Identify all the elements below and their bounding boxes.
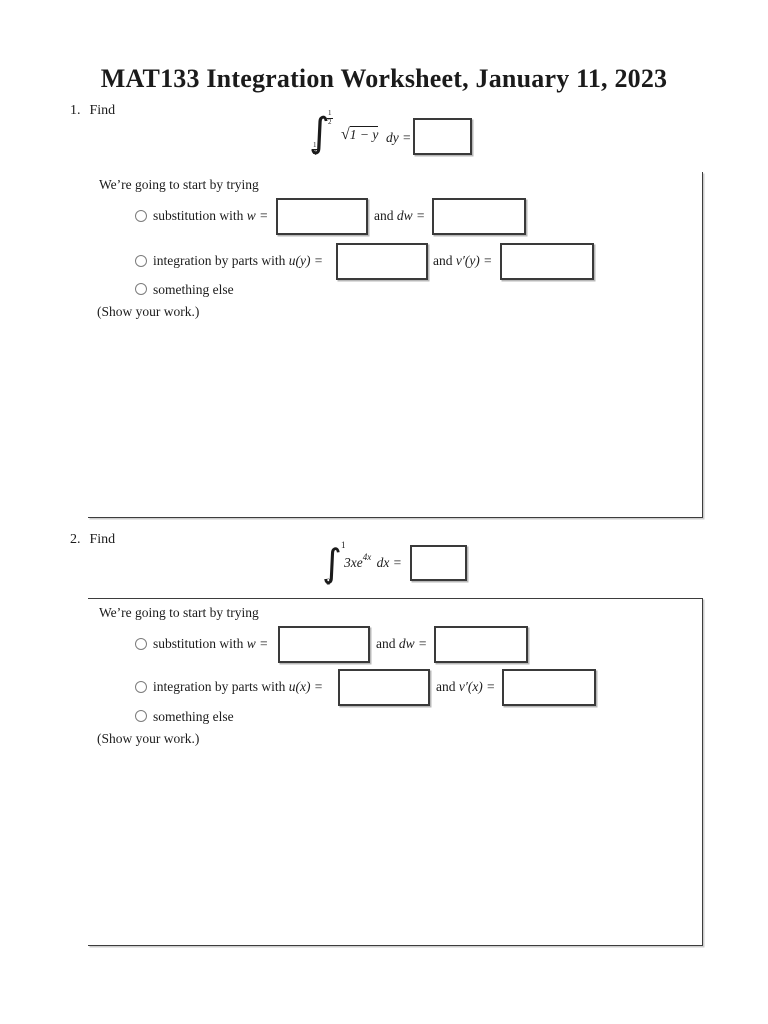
and-dw-label-p1: and dw = (374, 207, 425, 224)
dw-eq-p2: dw = (398, 636, 428, 651)
else-label-p2: something else (153, 709, 234, 724)
and-v-label-p2: and v′(x) = (436, 678, 495, 695)
intro-problem-2: We’re going to start by trying (99, 605, 259, 620)
parts-u-box-p1[interactable] (336, 243, 428, 280)
differential-1: dy = (386, 130, 412, 145)
and-text2-p2: and (436, 679, 456, 694)
page-title: MAT133 Integration Worksheet, January 11… (100, 64, 668, 93)
upper-limit: 1 (341, 540, 346, 550)
and-text2-p1: and (433, 253, 453, 268)
lower-limit-denominator: 4 (312, 149, 318, 158)
and-v-label-p1: and v′(y) = (433, 252, 492, 269)
problem-1-find: Find (89, 103, 116, 118)
parts-v-box-p1[interactable] (500, 243, 594, 280)
and-text-p2: and (376, 636, 396, 651)
lower-limit: 0 (326, 577, 331, 587)
integral-sign: ∫ (309, 110, 330, 157)
integrand-2: 3xe4x dx = (344, 552, 402, 571)
substitution-dw-box-p2[interactable] (434, 626, 528, 663)
radical-sign: √ (341, 126, 350, 143)
parts-text-p2: integration by parts with (153, 679, 286, 694)
parts-u-eq-p2: u(x) = (288, 679, 323, 694)
dw-eq-p1: dw = (396, 208, 426, 223)
radio-parts-p1[interactable] (135, 255, 147, 267)
parts-v-eq-p2: v′(x) = (458, 679, 496, 694)
answer-box-problem-1[interactable] (413, 118, 472, 155)
problem-1-number: 1. (70, 103, 81, 118)
parts-text-p1: integration by parts with (153, 253, 286, 268)
substitution-label-p2: substitution with w = (153, 635, 268, 652)
problem-2-number: 2. (70, 532, 81, 547)
substitution-text-p1: substitution with (153, 208, 244, 223)
substitution-text-p2: substitution with (153, 636, 244, 651)
substitution-label-p1: substitution with w = (153, 207, 268, 224)
problem-1-label: 1. Find (70, 103, 115, 119)
substitution-dw-box-p1[interactable] (432, 198, 526, 235)
radio-else-p2[interactable] (135, 710, 147, 722)
integrand-1: √1 − y (341, 126, 379, 143)
upper-limit-fraction: 1 2 (327, 109, 333, 126)
else-label-p1: something else (153, 282, 234, 297)
problem-2-find: Find (89, 532, 116, 547)
radio-parts-p2[interactable] (135, 681, 147, 693)
differential-2: dx = (376, 555, 402, 570)
parts-label-p1: integration by parts with u(y) = (153, 252, 323, 269)
problem-2-label: 2. Find (70, 532, 115, 548)
integrand-body: 3xe (344, 555, 363, 570)
show-work-note-p2: (Show your work.) (97, 731, 200, 746)
substitution-w-eq-p2: w = (246, 636, 269, 651)
integral-sign: ∫ (322, 541, 342, 586)
work-area-problem-1 (88, 172, 703, 518)
and-text-p1: and (374, 208, 394, 223)
radio-substitution-p1[interactable] (135, 210, 147, 222)
lower-limit-numerator: 1 (313, 140, 317, 149)
integrand-exponent: 4x (362, 552, 372, 562)
parts-u-eq-p1: u(y) = (288, 253, 323, 268)
parts-u-box-p2[interactable] (338, 669, 430, 706)
work-area-problem-2 (88, 598, 703, 946)
radicand: 1 − y (349, 126, 379, 142)
answer-box-problem-2[interactable] (410, 545, 467, 581)
integral-1: ∫ 1 2 1 4 (303, 109, 339, 158)
parts-v-eq-p1: v′(y) = (455, 253, 493, 268)
integral-2: ∫ 1 0 (316, 541, 352, 587)
lower-limit-fraction: 1 4 (312, 140, 318, 158)
radio-substitution-p2[interactable] (135, 638, 147, 650)
parts-v-box-p2[interactable] (502, 669, 596, 706)
and-dw-label-p2: and dw = (376, 635, 427, 652)
upper-limit-numerator: 1 (328, 109, 332, 117)
show-work-note-p1: (Show your work.) (97, 304, 200, 319)
substitution-w-box-p2[interactable] (278, 626, 370, 663)
intro-problem-1: We’re going to start by trying (99, 177, 259, 192)
upper-limit-denominator: 2 (327, 117, 333, 126)
substitution-w-eq-p1: w = (246, 208, 269, 223)
substitution-w-box-p1[interactable] (276, 198, 368, 235)
radio-else-p1[interactable] (135, 283, 147, 295)
parts-label-p2: integration by parts with u(x) = (153, 678, 323, 695)
